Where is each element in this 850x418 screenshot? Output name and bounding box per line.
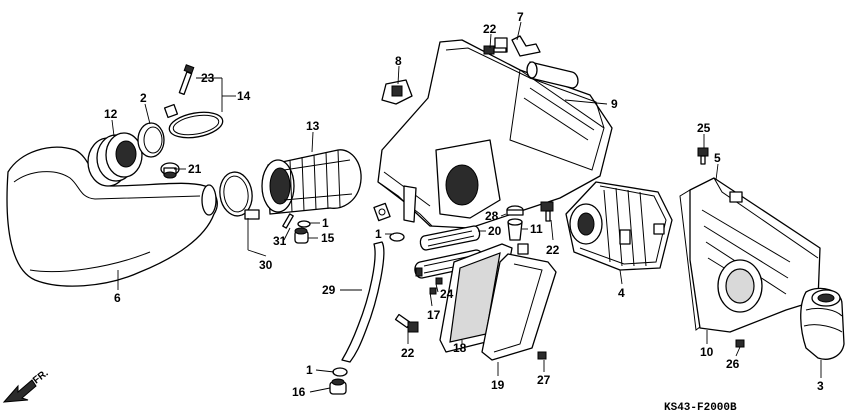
callout-1: 1 [306,363,313,377]
callout-25: 25 [697,121,711,135]
grommet-28 [506,205,524,216]
hose-clip-1-lower [332,367,348,377]
bracket-8 [381,79,413,105]
hose-clip-1 [297,220,311,228]
band-2 [137,122,165,158]
clamp-band-14 [163,103,224,139]
callout-29: 29 [322,283,336,297]
callout-11: 11 [530,222,543,236]
callout-22: 22 [401,346,415,360]
hose-clip-1-upper [389,232,405,242]
callout-15: 15 [321,231,335,245]
callout-19: 19 [491,378,505,392]
callout-1: 1 [322,216,329,230]
clamp-30 [219,171,260,220]
callout-9: 9 [611,97,618,111]
callout-22: 22 [483,22,497,36]
air-filter-4 [565,181,673,271]
callout-24: 24 [440,287,454,301]
callout-23: 23 [201,71,215,85]
callout-31: 31 [273,234,287,248]
grommet-21 [160,162,180,179]
intake-duct-6 [6,146,218,287]
callout-18: 18 [453,341,467,355]
air-cleaner-case-9 [373,37,613,229]
callout-8: 8 [395,54,402,68]
screw-23 [178,64,195,96]
callout-1: 1 [375,227,382,241]
bolt-22-mid [540,201,554,222]
bolt-22-top [483,45,507,55]
callout-6: 6 [114,291,121,305]
callout-4: 4 [618,286,625,300]
diagram-code: KS43-F2000B [664,402,737,414]
callout-22: 22 [546,243,560,257]
screw-31 [282,213,294,229]
callout-13: 13 [306,119,320,133]
callout-14: 14 [237,89,251,103]
bolt-22-lower [394,313,419,333]
cleaner-cover-5 [689,177,821,333]
plug-16 [329,378,347,395]
callout-3: 3 [817,379,824,393]
callout-2: 2 [140,91,147,105]
connecting-tube-13 [261,149,362,215]
drain-plug-11 [507,218,523,241]
callout-17: 17 [427,308,441,322]
callout-26: 26 [726,357,740,371]
callout-28: 28 [485,209,499,223]
leader-lines [111,21,822,393]
callout-7: 7 [517,10,524,24]
joint-boot-12 [87,132,143,187]
screw-27 [537,351,547,360]
callout-16: 16 [292,385,306,399]
screw-25 [697,147,709,165]
clip-7 [511,35,541,57]
callout-30: 30 [259,258,273,272]
callout-5: 5 [714,151,721,165]
plug-15 [294,227,309,244]
boot-3 [800,287,845,360]
cover-plate-19 [481,243,557,361]
callout-21: 21 [188,162,202,176]
callout-12: 12 [104,107,118,121]
drain-tube-29 [341,241,385,363]
callout-27: 27 [537,373,551,387]
callout-10: 10 [700,345,714,359]
screw-24 [429,277,443,295]
seal-20 [419,225,481,251]
front-direction-arrow: FR. [2,368,51,403]
callout-20: 20 [488,224,502,238]
screw-26 [735,339,745,348]
